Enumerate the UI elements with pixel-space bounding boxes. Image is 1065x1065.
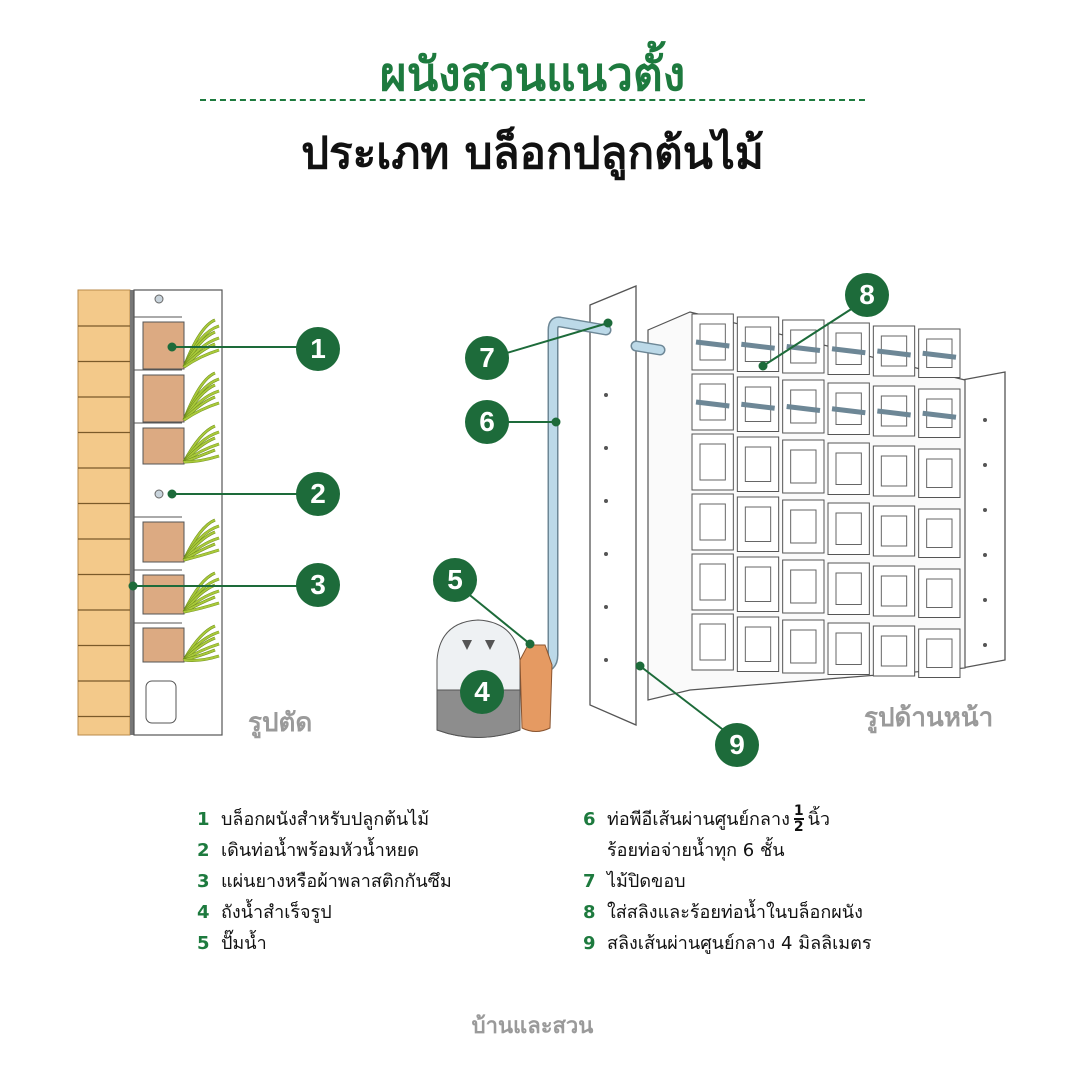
wall-block [918,508,961,558]
wall-block [691,433,734,491]
wall-block [736,436,780,492]
wall-block [736,616,780,672]
section-view-label: รูปตัด [248,708,313,738]
wall-block [918,448,961,498]
edge-board-right [961,371,1006,669]
wall-block [782,559,825,614]
wall-block [782,439,825,494]
section-view [77,289,223,736]
wall-block [782,499,825,554]
planter-block [142,427,185,465]
wall-block [691,553,734,611]
front-view [589,285,1006,726]
plant-leaf [183,549,220,561]
plant-leaf [183,455,220,463]
wall-block [782,619,825,674]
wall-block [827,502,870,555]
title-divider [200,99,865,101]
wall-block [827,442,870,495]
plant-leaf [183,602,220,613]
wall-block [736,496,780,552]
callout-badge-9: 9 [715,723,759,767]
page-subtitle: ประเภท บล็อกปลูกต้นไม้ [301,128,764,179]
page-title: ผนังสวนแนวตั้ง [379,47,686,101]
callout-badge-7: 7 [465,336,509,380]
planter-block [142,321,185,370]
brick-wall [77,289,131,736]
front-view-label: รูปด้านหน้า [864,703,994,733]
planter-block [142,574,185,615]
planter-block [142,374,185,423]
waterproof-sheet [130,290,134,735]
planter-block [142,627,185,663]
edge-board-left [589,285,637,726]
plant-leaf [183,349,220,368]
wall-block [827,622,870,675]
plant-leaf [183,655,220,662]
wall-block [872,625,916,677]
wall-block [691,493,734,551]
callout-badge-4: 4 [460,670,504,714]
wall-block [872,445,916,497]
plant-leaf [183,402,220,421]
callout-badge-8: 8 [845,273,889,317]
callout-badge-2: 2 [296,472,340,516]
legend-item-continued: ร้อยท่อจ่ายน้ำทุก 6 ชั้น [607,840,785,861]
planter-block [142,521,185,563]
callout-badge-3: 3 [296,563,340,607]
wall-block [918,628,961,678]
brand-logo: บ้านและสวน [471,1014,594,1039]
wall-block [918,568,961,618]
wall-block [872,565,916,617]
wall-block [827,562,870,615]
callout-badge-5: 5 [433,558,477,602]
wall-block [736,556,780,612]
drip-pipe [154,489,164,499]
wall-block [691,613,734,671]
wall-block [872,505,916,557]
water-pump [519,644,553,732]
callout-badge-1: 1 [296,327,340,371]
callout-badge-6: 6 [465,400,509,444]
